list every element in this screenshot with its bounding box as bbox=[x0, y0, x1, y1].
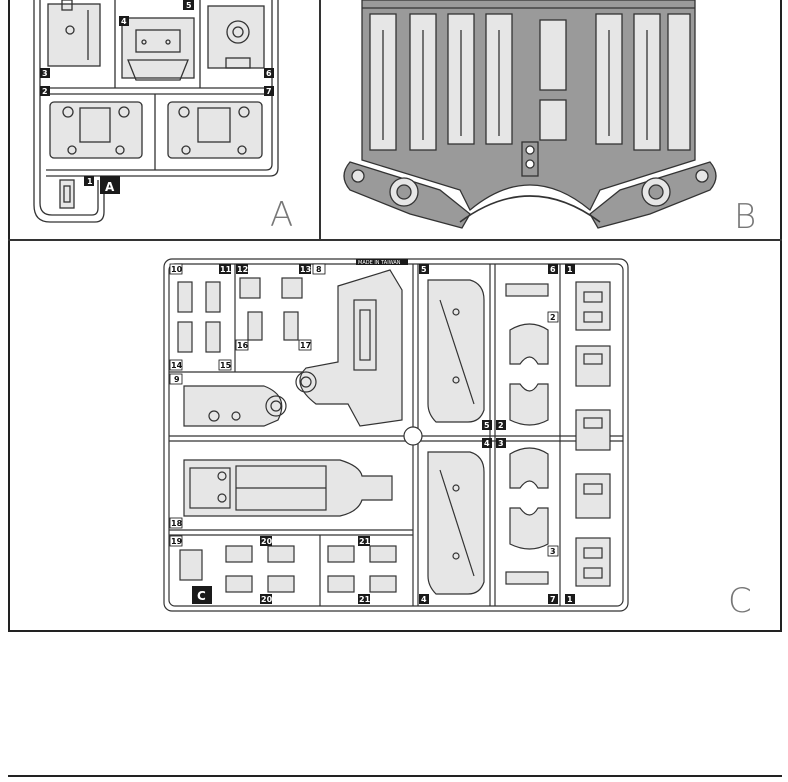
svg-text:2: 2 bbox=[498, 421, 504, 430]
svg-text:14: 14 bbox=[171, 361, 183, 370]
svg-text:21: 21 bbox=[359, 595, 371, 604]
panel-divider-vertical bbox=[319, 0, 321, 240]
svg-text:9: 9 bbox=[174, 375, 180, 384]
svg-text:4: 4 bbox=[421, 595, 427, 604]
svg-text:21: 21 bbox=[359, 537, 371, 546]
svg-text:17: 17 bbox=[300, 341, 311, 350]
svg-text:11: 11 bbox=[220, 265, 232, 274]
outer-frame bbox=[8, 0, 782, 632]
panel-b-letter: B bbox=[734, 197, 756, 237]
panel-divider-horizontal bbox=[8, 239, 782, 241]
svg-text:19: 19 bbox=[171, 537, 183, 546]
svg-text:7: 7 bbox=[266, 87, 272, 96]
panel-c-badges: 10 11 12 13 8 MADE IN TAIWAN 14 15 16 17… bbox=[169, 259, 575, 604]
panel-a-letter: A bbox=[270, 195, 293, 235]
panel-a-badges: 4 5 3 6 2 7 1 A bbox=[40, 0, 274, 194]
svg-text:8: 8 bbox=[316, 265, 322, 274]
svg-text:4: 4 bbox=[484, 439, 490, 448]
svg-text:3: 3 bbox=[42, 69, 48, 78]
svg-text:A: A bbox=[105, 180, 115, 194]
svg-text:1: 1 bbox=[567, 595, 573, 604]
svg-text:C: C bbox=[197, 589, 206, 603]
svg-text:7: 7 bbox=[550, 595, 556, 604]
svg-text:13: 13 bbox=[300, 265, 311, 274]
svg-text:1: 1 bbox=[567, 265, 573, 274]
svg-text:5: 5 bbox=[186, 1, 192, 10]
svg-text:2: 2 bbox=[550, 313, 556, 322]
svg-text:15: 15 bbox=[220, 361, 232, 370]
svg-text:20: 20 bbox=[261, 537, 273, 546]
bottom-rule bbox=[8, 775, 782, 777]
svg-text:6: 6 bbox=[266, 69, 272, 78]
svg-text:3: 3 bbox=[550, 547, 556, 556]
svg-text:4: 4 bbox=[121, 17, 127, 26]
svg-text:18: 18 bbox=[171, 519, 183, 528]
svg-text:12: 12 bbox=[237, 265, 248, 274]
panel-c bbox=[163, 258, 629, 612]
panel-c-letter: C bbox=[728, 581, 752, 621]
svg-text:5: 5 bbox=[484, 421, 490, 430]
svg-text:5: 5 bbox=[421, 265, 427, 274]
svg-text:MADE IN TAIWAN: MADE IN TAIWAN bbox=[358, 260, 401, 266]
svg-text:2: 2 bbox=[42, 87, 48, 96]
svg-text:20: 20 bbox=[261, 595, 273, 604]
svg-text:16: 16 bbox=[237, 341, 249, 350]
panel-a bbox=[33, 0, 279, 223]
svg-text:6: 6 bbox=[550, 265, 556, 274]
panel-b bbox=[343, 0, 717, 229]
svg-text:1: 1 bbox=[87, 177, 93, 186]
svg-text:3: 3 bbox=[498, 439, 504, 448]
svg-text:10: 10 bbox=[171, 265, 183, 274]
